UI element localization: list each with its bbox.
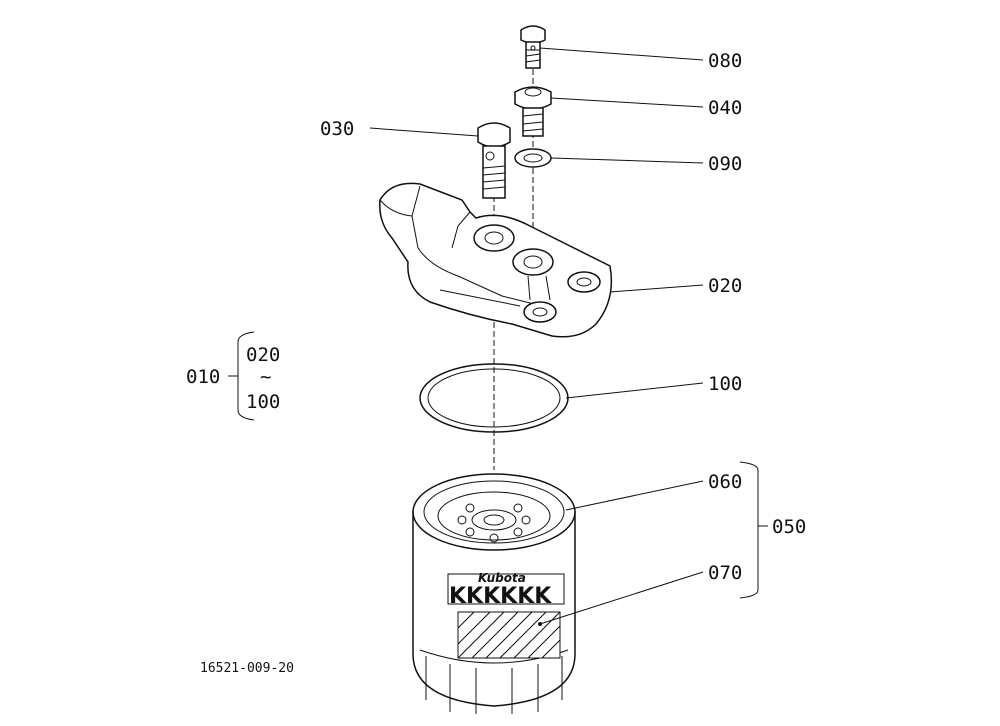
callout-090: 090 <box>708 153 742 175</box>
callout-100: 100 <box>708 373 742 395</box>
callout-060: 060 <box>708 471 742 493</box>
brand-band <box>447 573 565 605</box>
leader-040 <box>550 97 704 108</box>
leader-030 <box>369 127 479 137</box>
brand-logo-text: Kubota <box>478 571 526 585</box>
leader-070 <box>539 571 704 625</box>
drawing-number: 16521-009-20 <box>200 661 294 676</box>
leader-100 <box>565 382 704 399</box>
callout-070: 070 <box>708 562 742 584</box>
part-090-washer <box>514 148 552 168</box>
group-range-tilde: ~ <box>260 366 271 388</box>
callout-020: 020 <box>708 275 742 297</box>
callout-050: 050 <box>772 516 806 538</box>
group-range-start: 020 <box>246 344 280 366</box>
brand-pattern: KKKKKK <box>449 584 552 609</box>
part-080-bolt <box>520 25 546 69</box>
callout-010: 010 <box>186 366 220 388</box>
part-060-filter-cartridge: Kubota KKKKKK <box>412 473 576 714</box>
leader-020 <box>609 284 704 293</box>
leader-070-dot <box>538 622 542 626</box>
part-030-bolt <box>477 122 511 199</box>
part-040-fitting <box>514 86 552 137</box>
part-070-label <box>457 611 561 659</box>
callout-040: 040 <box>708 97 742 119</box>
bracket-050 <box>739 461 759 599</box>
part-020-filter-head <box>379 182 613 338</box>
callout-030: 030 <box>320 118 354 140</box>
leader-090 <box>550 157 704 164</box>
leader-080 <box>539 47 704 61</box>
leader-060 <box>565 480 704 511</box>
group-range-end: 100 <box>246 391 280 413</box>
callout-080: 080 <box>708 50 742 72</box>
